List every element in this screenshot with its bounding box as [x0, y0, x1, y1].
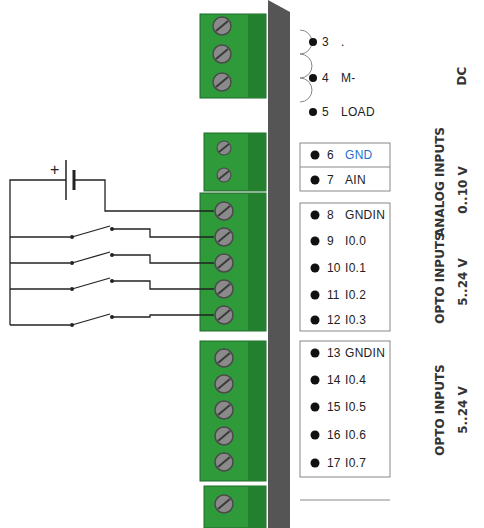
switch-contacts	[70, 227, 114, 327]
pin-name: I0.0	[345, 235, 366, 247]
pin-name: I0.6	[345, 429, 366, 441]
pin-name: LOAD	[341, 106, 375, 118]
wiring	[10, 160, 214, 325]
pin-number: 7	[327, 174, 334, 186]
group-title: DC	[456, 67, 468, 86]
pin-name: I0.3	[345, 314, 366, 326]
pin-number: 13	[327, 347, 340, 359]
pin-number: 3	[322, 36, 329, 48]
group-title: ANALOG INPUTS	[434, 127, 446, 237]
pin-name: I0.4	[345, 374, 366, 386]
panel-edge	[268, 0, 290, 528]
pin-name: AIN	[345, 174, 366, 186]
group-range: 0..10 V	[457, 166, 469, 214]
pin-name: GNDIN	[345, 347, 385, 359]
pin-number: 15	[327, 401, 340, 413]
terminal-block	[200, 193, 266, 331]
group-range: 5..24 V	[457, 258, 469, 306]
pin-number: 5	[322, 106, 329, 118]
pin-name: M-	[341, 72, 356, 84]
pin-number: 6	[327, 149, 334, 161]
group-range: 5..24 V	[457, 386, 469, 434]
label-frame	[300, 30, 390, 500]
pin-number: 17	[327, 457, 340, 469]
pin-number: 14	[327, 374, 340, 386]
pin-name: I0.2	[345, 289, 366, 301]
polarity-mark: +	[50, 162, 59, 178]
pin-name: GND	[345, 149, 373, 161]
pin-number: 16	[327, 429, 340, 441]
terminal-block	[200, 14, 266, 98]
pin-name: I0.5	[345, 401, 366, 413]
pin-name: GNDIN	[345, 209, 385, 221]
group-title: OPTO INPUTS	[434, 364, 446, 455]
pin-name: I0.7	[345, 457, 366, 469]
pin-number: 11	[327, 289, 339, 301]
terminal-block	[204, 486, 266, 528]
terminal-block	[200, 341, 266, 481]
pin-number: 8	[327, 209, 334, 221]
pin-number: 9	[327, 235, 334, 247]
pin-number: 12	[327, 314, 340, 326]
pin-dots	[309, 38, 320, 468]
terminal-block	[204, 133, 266, 191]
group-title: OPTO INPUTS	[434, 232, 446, 323]
pin-number: 4	[322, 72, 329, 84]
pin-name: .	[341, 36, 345, 48]
pin-number: 10	[327, 262, 340, 274]
pin-name: I0.1	[345, 262, 366, 274]
